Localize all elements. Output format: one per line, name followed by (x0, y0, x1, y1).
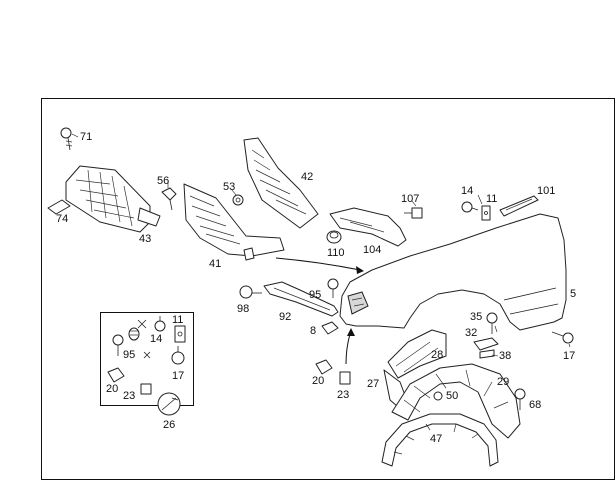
callout-23-lower: 23 (337, 389, 349, 401)
callout-29: 29 (497, 376, 509, 388)
callout-11-inset: 11 (172, 314, 183, 326)
callout-8: 8 (310, 325, 316, 337)
callout-42: 42 (301, 171, 313, 183)
nut-20-lower (315, 359, 333, 375)
callout-71: 71 (80, 131, 92, 143)
leader-lines (71, 133, 571, 357)
callout-11-top: 11 (486, 193, 497, 205)
inset-spring-clip (128, 327, 140, 341)
screw-17-right (551, 331, 574, 344)
bolt-98 (239, 285, 262, 299)
callout-74: 74 (56, 213, 68, 225)
inset-clip-11 (174, 325, 186, 343)
callout-56: 56 (157, 175, 169, 187)
clip-32 (473, 337, 499, 351)
callout-47: 47 (430, 433, 442, 445)
screw-68 (514, 388, 526, 410)
callout-98: 98 (237, 303, 249, 315)
callout-27: 27 (367, 378, 379, 390)
callout-95-upper: 95 (309, 289, 321, 301)
screw-71 (60, 127, 73, 151)
callout-17-right: 17 (563, 350, 575, 362)
callout-5: 5 (570, 288, 576, 300)
screw-14-top (461, 201, 479, 213)
clip-23-lower (339, 371, 351, 385)
callout-14-inset: 14 (150, 333, 162, 345)
lower-grille-panel-43 (47, 165, 161, 233)
grommet-110 (326, 230, 342, 244)
bracket-104 (329, 207, 407, 247)
callout-32: 32 (465, 327, 477, 339)
inset-clip-star (137, 319, 151, 359)
cover-panel-42 (243, 137, 319, 229)
callout-110: 110 (327, 247, 345, 259)
callout-104: 104 (363, 244, 381, 256)
callout-92: 92 (279, 311, 291, 323)
bolt-107 (404, 207, 423, 219)
bolt-95-upper (327, 278, 339, 298)
clip-38 (479, 349, 495, 359)
inset-nut-20 (107, 367, 125, 383)
assembly-arrow-upper (275, 257, 361, 271)
callout-35: 35 (470, 311, 482, 323)
front-fender-5 (339, 213, 567, 331)
callout-38: 38 (499, 350, 511, 362)
callout-107: 107 (401, 193, 419, 205)
callout-43: 43 (139, 233, 151, 245)
callout-28: 28 (431, 349, 443, 361)
callout-53: 53 (223, 181, 235, 193)
callout-101: 101 (537, 185, 555, 197)
support-strip-92 (263, 281, 339, 317)
inset-clip-23 (140, 383, 152, 395)
callout-95-inset: 95 (123, 349, 135, 361)
assembly-arrow-lower (345, 333, 351, 365)
fastener-inset-box (100, 312, 194, 406)
clip-56 (161, 187, 177, 211)
air-duct-grille-41 (183, 183, 285, 261)
nut-53 (232, 194, 244, 206)
bracket-8 (321, 321, 339, 335)
callout-41: 41 (209, 258, 221, 270)
callout-20-lower: 20 (312, 375, 324, 387)
arch-strip-47 (381, 413, 499, 467)
inset-bolt-95 (112, 334, 124, 356)
callouts: 71 74 43 56 53 41 42 107 110 104 14 11 1… (56, 131, 576, 445)
clip-11-top (481, 205, 491, 221)
callout-14-top: 14 (461, 185, 473, 197)
inset-screw-14 (154, 316, 166, 332)
clip-50 (433, 391, 443, 401)
bolt-35 (486, 312, 498, 334)
wheel-housing-liner-29 (391, 363, 521, 439)
callout-68: 68 (529, 399, 541, 411)
callout-50: 50 (446, 390, 458, 402)
seal-strip-101 (499, 195, 539, 217)
assembly-arrow-lower-head (347, 328, 355, 336)
callout-17-inset: 17 (172, 370, 184, 382)
callout-26: 26 (163, 419, 175, 431)
inset-wrench-26 (157, 392, 181, 416)
callout-20-inset: 20 (106, 383, 118, 395)
liner-front-28 (387, 329, 447, 379)
inset-screw-17 (171, 346, 185, 365)
assembly-arrow-upper-head (356, 266, 364, 274)
callout-23-inset: 23 (123, 390, 135, 402)
